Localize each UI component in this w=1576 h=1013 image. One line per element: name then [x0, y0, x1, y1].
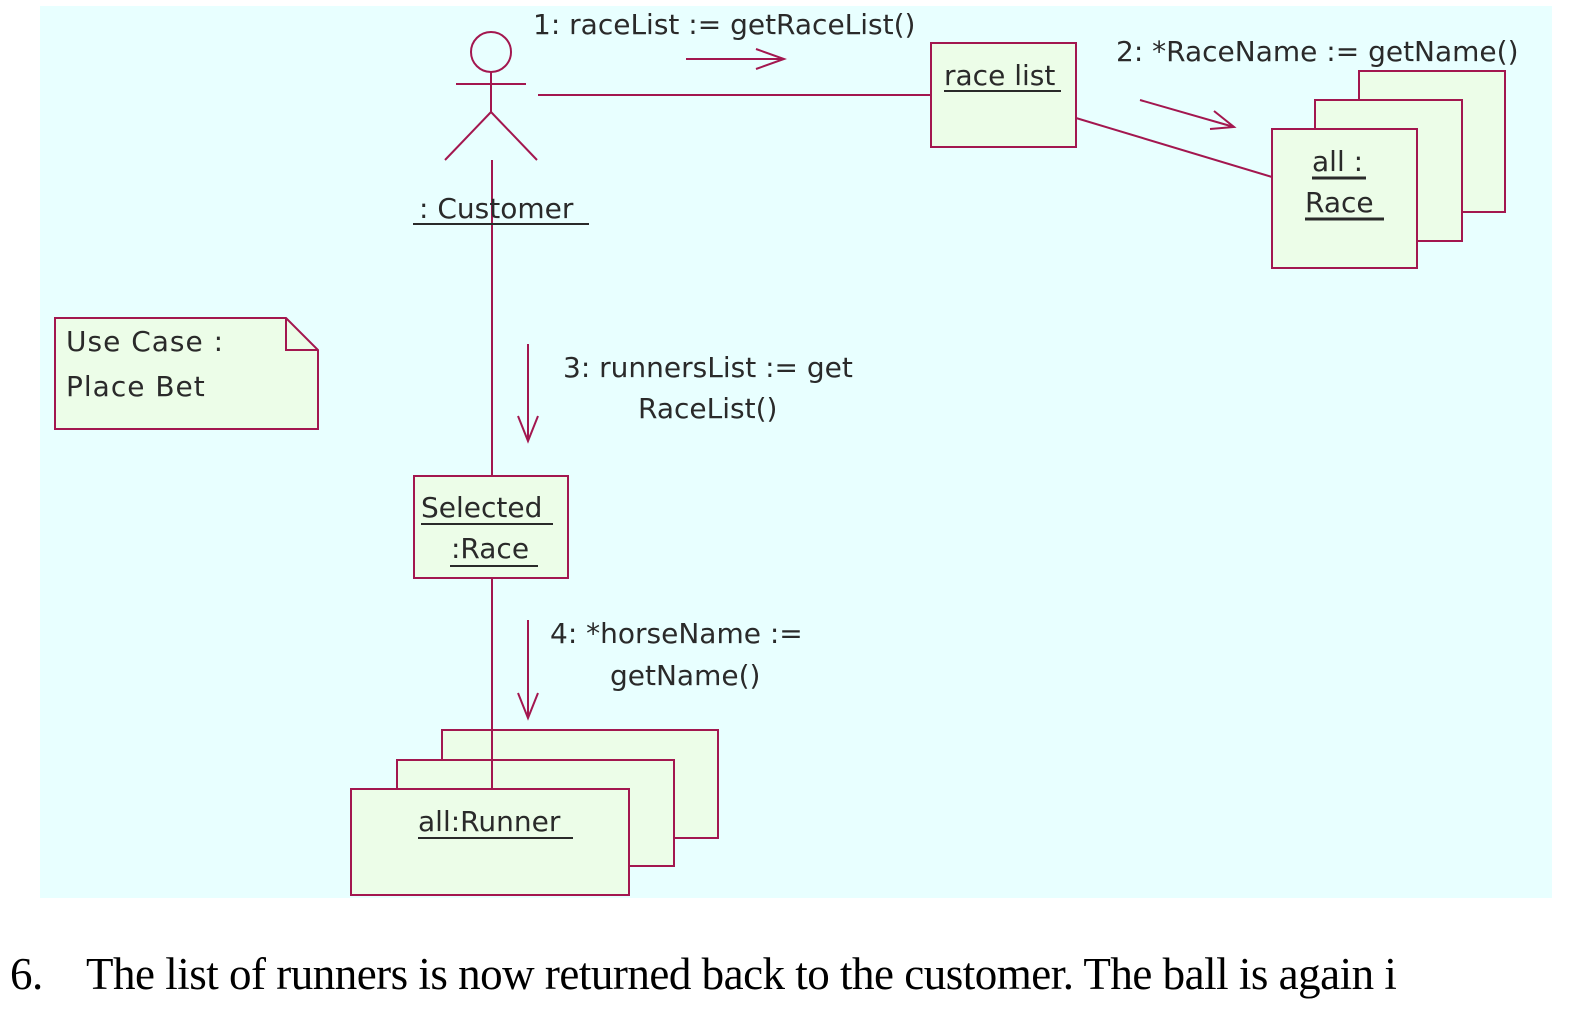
object-race-list[interactable] [930, 42, 1077, 148]
actor-stick-figure-icon [444, 31, 538, 161]
all-race-label-line1: all : [1312, 145, 1363, 178]
selected-race-label-line2: :Race [451, 532, 529, 565]
selected-race-label-line1: Selected [421, 491, 542, 524]
note-fold-corner-icon [285, 318, 318, 351]
object-all-runner-stack[interactable] [350, 729, 719, 896]
race-list-label: race list [944, 59, 1055, 92]
message-3-label-line2: RaceList() [638, 392, 777, 425]
note-line2: Place Bet [66, 370, 206, 403]
message-4-label-line1: 4: *horseName := [550, 617, 803, 650]
actor-customer-label: : Customer [419, 192, 574, 225]
note-use-case [54, 317, 319, 430]
message-3-label-line1: 3: runnersList := get [563, 351, 853, 384]
message-2-label: 2: *RaceName := getName() [1116, 35, 1519, 68]
caption-number: 6. [10, 949, 43, 999]
caption-paragraph: 6. The list of runners is now returned ba… [10, 948, 1397, 1000]
caption-text: The list of runners is now returned back… [86, 949, 1397, 999]
message-4-label-line2: getName() [610, 659, 760, 692]
object-selected-race[interactable] [413, 475, 569, 579]
all-race-label-line2: Race [1305, 186, 1374, 219]
note-line1: Use Case : [66, 325, 224, 358]
all-runner-label: all:Runner [418, 805, 561, 838]
link-racelist-allrace [1075, 117, 1273, 178]
message-arrow-4 [517, 620, 539, 721]
object-all-race-stack[interactable] [1271, 70, 1506, 269]
message-1-label: 1: raceList := getRaceList() [533, 8, 915, 41]
message-arrow-1 [686, 48, 787, 70]
message-arrow-3 [517, 344, 539, 444]
message-arrow-2 [1139, 99, 1237, 130]
